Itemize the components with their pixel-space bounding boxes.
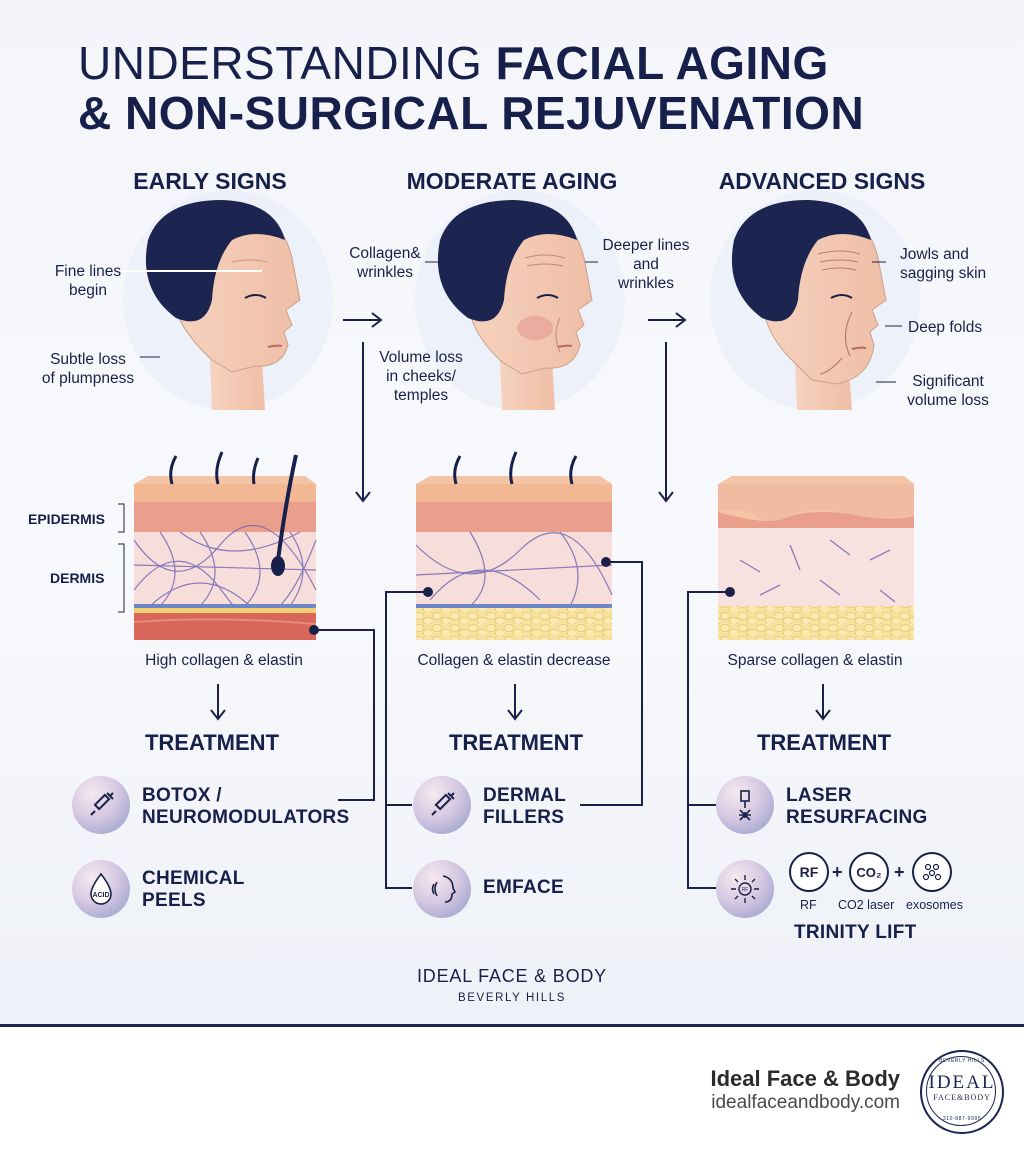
caption-early: High collagen & elastin	[145, 652, 303, 669]
laser-icon	[716, 776, 774, 834]
face-profile-icon	[413, 860, 471, 918]
rf-icon: RF	[789, 852, 829, 892]
title-line-2: & NON-SURGICAL REJUVENATION	[78, 87, 865, 139]
treatment-laser-resurfacing: LASER RESURFACING	[786, 785, 928, 828]
brand-location: BEVERLY HILLS	[458, 992, 566, 1004]
co2-caption: CO2 laser	[838, 898, 895, 912]
caption-moderate: Collagen & elastin decrease	[417, 652, 611, 669]
exosomes-caption: exosomes	[906, 898, 963, 912]
treatment-chemical-peels: CHEMICAL PEELS	[142, 868, 245, 911]
annotation-jowls: Jowls and sagging skin	[900, 246, 987, 282]
skin-cross-section-early	[133, 451, 317, 640]
treatment-botox: BOTOX / NEUROMODULATORS	[142, 785, 350, 828]
label-epidermis: EPIDERMIS	[28, 511, 106, 527]
heading-advanced-signs: ADVANCED SIGNS	[718, 168, 926, 194]
syringe-icon	[413, 776, 471, 834]
rf-burst-icon: RF	[716, 860, 774, 918]
heading-early-signs: EARLY SIGNS	[133, 168, 287, 194]
brand-name: IDEAL FACE & BODY	[417, 966, 607, 986]
annotation-leaders	[112, 261, 902, 383]
logo-seal: BEVERLY HILLS IDEAL FACE&BODY 310-887-99…	[920, 1050, 1004, 1134]
skin-cross-section-advanced	[718, 476, 914, 640]
caption-advanced: Sparse collagen & elastin	[727, 652, 903, 669]
plus-sign: +	[832, 862, 843, 882]
svg-text:RF: RF	[742, 887, 749, 893]
rf-caption: RF	[800, 898, 817, 912]
connector-lines	[309, 557, 735, 889]
illustration-layer	[112, 190, 920, 889]
annotation-volume-loss: Volume loss in cheeks/ temples	[379, 349, 463, 404]
flow-arrows	[343, 312, 687, 503]
treatment-heading-early: TREATMENT	[144, 730, 280, 755]
head-early-illustration	[123, 190, 333, 410]
heading-moderate-aging: MODERATE AGING	[406, 168, 618, 194]
treatment-emface: EMFACE	[483, 877, 564, 898]
plus-sign: +	[894, 862, 905, 882]
treatment-trinity-lift: TRINITY LIFT	[794, 922, 917, 943]
treatment-dermal-fillers: DERMAL FILLERS	[483, 785, 567, 828]
co2-icon: CO₂	[849, 852, 889, 892]
annotation-significant-volume-loss: Significant volume loss	[907, 373, 989, 409]
svg-text:ACID: ACID	[92, 892, 109, 899]
label-dermis: DERMIS	[50, 570, 105, 586]
annotation-loss-plumpness: Subtle loss of plumpness	[41, 351, 135, 387]
treatment-heading-advanced: TREATMENT	[756, 730, 892, 755]
skin-cross-section-moderate	[415, 451, 613, 640]
footer-website-link[interactable]: idealfaceandbody.com	[711, 1092, 900, 1113]
treatment-arrows	[210, 684, 831, 721]
exosomes-icon	[912, 852, 952, 892]
treatment-heading-moderate: TREATMENT	[448, 730, 584, 755]
annotation-deep-folds: Deep folds	[908, 319, 983, 336]
annotation-deeper-lines: Deeper lines and wrinkles	[602, 237, 690, 292]
title-line-1: UNDERSTANDING FACIAL AGING	[78, 37, 829, 89]
acid-drop-icon: ACID	[72, 860, 130, 918]
syringe-icon	[72, 776, 130, 834]
layer-brackets	[118, 503, 125, 613]
head-moderate-illustration	[415, 190, 625, 410]
annotation-fine-lines: Fine lines begin	[54, 263, 122, 299]
head-advanced-illustration	[710, 190, 920, 410]
footer-company-name: Ideal Face & Body	[710, 1066, 900, 1091]
annotation-collagen-wrinkles: Collagen& wrinkles	[349, 245, 421, 281]
